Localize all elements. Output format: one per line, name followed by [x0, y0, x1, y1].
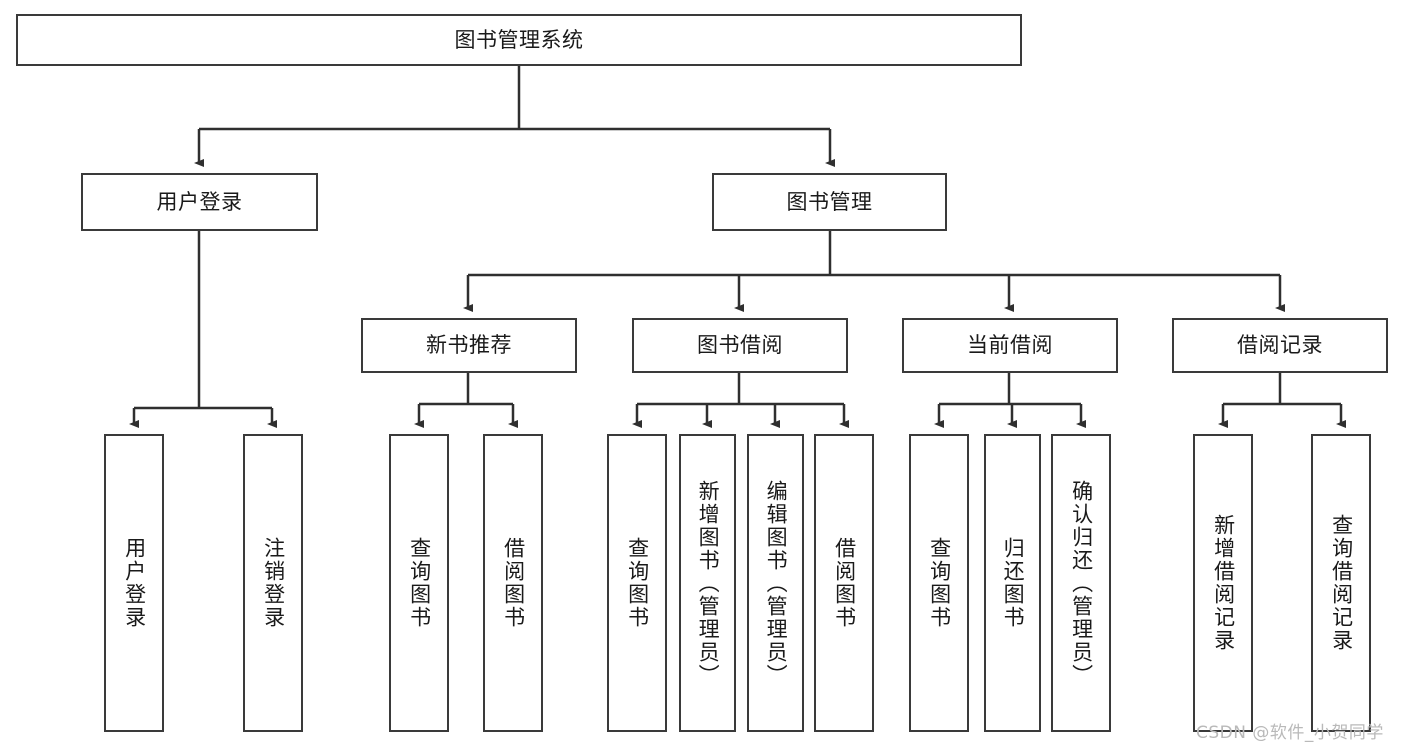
node-label: 图书管理 [786, 189, 873, 214]
node-label: 查询图书 [625, 537, 650, 629]
node-label: 图书管理系统 [454, 27, 584, 52]
node-label: 查询图书 [407, 537, 432, 629]
node-label: 查询借阅记录 [1329, 514, 1354, 652]
node-label: 用户登录 [156, 189, 243, 214]
node-query-book-2[interactable]: 查询图书 [607, 434, 667, 732]
node-edit-book-admin[interactable]: 编辑图书（管理员） [747, 434, 804, 732]
node-label: 新增图书（管理员） [696, 479, 721, 687]
watermark-text: CSDN @软件_小贺同学 [1196, 723, 1384, 743]
node-return-book[interactable]: 归还图书 [984, 434, 1041, 732]
node-label: 借阅记录 [1237, 333, 1323, 358]
node-book-borrow[interactable]: 图书借阅 [632, 318, 848, 373]
node-label: 查询图书 [927, 537, 952, 629]
node-book-management[interactable]: 图书管理 [712, 173, 947, 231]
node-user-logout-leaf[interactable]: 注销登录 [243, 434, 303, 732]
node-query-book-3[interactable]: 查询图书 [909, 434, 969, 732]
node-label: 当前借阅 [967, 333, 1053, 358]
node-label: 新书推荐 [426, 333, 512, 358]
node-current-borrow[interactable]: 当前借阅 [902, 318, 1118, 373]
node-confirm-return-admin[interactable]: 确认归还（管理员） [1051, 434, 1111, 732]
node-label: 编辑图书（管理员） [764, 479, 789, 687]
node-label: 借阅图书 [501, 537, 526, 629]
node-add-book-admin[interactable]: 新增图书（管理员） [679, 434, 736, 732]
node-label: 借阅图书 [832, 537, 857, 629]
node-query-book-1[interactable]: 查询图书 [389, 434, 449, 732]
node-borrow-record[interactable]: 借阅记录 [1172, 318, 1388, 373]
node-label: 新增借阅记录 [1211, 514, 1236, 652]
node-borrow-book-1[interactable]: 借阅图书 [483, 434, 543, 732]
node-label: 注销登录 [261, 537, 286, 629]
node-query-borrow-record[interactable]: 查询借阅记录 [1311, 434, 1371, 732]
node-user-login-leaf[interactable]: 用户登录 [104, 434, 164, 732]
node-label: 归还图书 [1001, 537, 1026, 629]
node-add-borrow-record[interactable]: 新增借阅记录 [1193, 434, 1253, 732]
node-label: 确认归还（管理员） [1069, 479, 1094, 687]
node-root-system[interactable]: 图书管理系统 [16, 14, 1022, 66]
node-new-book-recommend[interactable]: 新书推荐 [361, 318, 577, 373]
node-label: 用户登录 [122, 537, 147, 629]
node-user-login[interactable]: 用户登录 [81, 173, 318, 231]
node-borrow-book-2[interactable]: 借阅图书 [814, 434, 874, 732]
node-label: 图书借阅 [697, 333, 783, 358]
